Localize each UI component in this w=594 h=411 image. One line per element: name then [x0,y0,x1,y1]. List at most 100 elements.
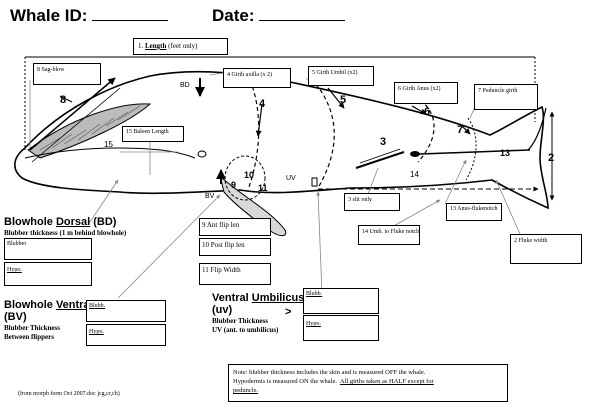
pointer-4 [255,103,263,137]
slit-arrow [359,148,401,164]
post-flip-label: 10 Post flip len [202,241,245,249]
number-8: 8 [60,94,67,106]
fluke-width-box[interactable]: 2 Fluke width [510,234,582,264]
ant-flip-label: 9 Ant flip len [202,221,240,229]
leader-umb-fluke [389,199,441,229]
pointer-7 [459,123,471,135]
whale-id-field: Whale ID: [10,6,169,26]
leader-uv [316,191,323,295]
leader-slit [367,167,379,195]
number-9: 9 [231,180,237,190]
number-4: 4 [259,98,266,110]
fluke-upper [527,107,547,151]
bd-hypo-label: Hypo. [7,267,22,273]
flip-width-label: 11 Flip Width [202,266,241,274]
post-flip-box[interactable]: 10 Post flip len [199,238,271,256]
peduncle-girth-label: 7 Peduncle girth [478,88,518,94]
anus-fluke-line [419,149,531,155]
uv-blubb-box[interactable]: Blubb. [303,288,379,314]
umb-fluke-label: 14 Umb. to Fluke notch [362,229,420,235]
uv-hypo-box[interactable]: Hypo. [303,315,379,341]
ventral-umbilicus-sub2: UV (ant. to umbilicus) [212,326,279,334]
girth-anus-box[interactable]: 6 Girth Anus (x2) [394,82,458,104]
length-unit: (feet only) [168,42,198,50]
leader-bd [87,179,119,226]
peduncle-girth-box[interactable]: 7 Peduncle girth [474,84,538,110]
baleen-label: 15 Baleen Length [126,129,169,135]
blowhole-dorsal-title: Blowhole Dorsal (BD) [4,216,117,228]
whale-body-outline [14,70,549,210]
flip-width-box[interactable]: 11 Flip Width [199,263,271,285]
note-line-1: Note: blubber thickness includes the ski… [233,369,426,376]
number-14: 14 [410,170,419,179]
bd-blubber-label: Blubber [7,241,27,247]
slit-box[interactable]: 3 slit only [344,193,400,211]
girth-axilla-box[interactable]: 4 Girth axilla (x 2) [223,68,291,88]
pointer-5 [327,87,345,109]
ant-flip-box[interactable]: 9 Ant flip len [199,218,271,236]
bd-blubber-box[interactable]: Blubber [4,238,92,260]
number-11: 11 [258,183,268,193]
bd-label: BD [180,82,190,89]
baleen-box[interactable]: 15 Baleen Length [122,126,184,142]
note-line-2: Hypodermis is measured ON the whale. All… [233,378,434,385]
leader-fluke-width [495,179,521,235]
sag-blow-arrow [29,77,116,151]
bd-hypo-box[interactable]: Hypo. [4,262,92,286]
fluke-width-label: 2 Fluke width [514,238,548,244]
blowhole-dorsal-subtitle: Blubber thickness (1 m behind blowhole) [4,229,127,237]
sag-blow-box[interactable]: 8 Sag-blow [33,63,101,85]
girth-anus-label: 6 Girth Anus (x2) [398,86,441,92]
uv-blubb-label: Blubb. [306,291,323,297]
uv-marker [311,177,318,187]
number-2: 2 [548,152,555,164]
number-3: 3 [380,136,387,148]
eye-icon [197,150,207,158]
number-7: 7 [457,124,464,136]
leader-bv [117,194,221,299]
number-10: 10 [244,170,255,180]
note-box: Note: blubber thickness includes the ski… [228,364,508,402]
bv-hypo-label: Hypo. [89,329,104,335]
ventral-umbilicus-arrow: > [285,306,292,318]
girth-umbil-box[interactable]: 5 Girth Umbil (x2) [308,66,374,86]
number-6: 6 [424,106,431,118]
rostrum-line [31,87,121,163]
pointer-6 [411,105,427,115]
ventral-umbilicus-suffix: (uv) [212,304,233,316]
sag-blow-label: 8 Sag-blow [37,67,65,73]
slit-label: 3 slit only [348,197,373,203]
length-number: 1. [138,42,144,50]
leader-anus-fluke [444,159,467,205]
umb-fluke-box[interactable]: 14 Umb. to Fluke notch [358,225,420,245]
pointer-8 [59,95,73,103]
date-blank[interactable] [259,6,346,21]
bv-hypo-box[interactable]: Hypo. [86,324,166,346]
whale-id-label: Whale ID: [10,6,88,25]
bv-label: BV [205,193,215,200]
anus-fluke-label: 13 Anus-flukenotch [450,206,498,212]
girth-umbil-label: 5 Girth Umbil (x2) [312,70,358,76]
ventral-umbilicus-title: Ventral Umbilicus [212,292,305,304]
date-field: Date: [212,6,346,26]
ventral-umbilicus-sub1: Blubber Thickness [212,317,268,325]
blowhole-ventral-suffix: (BV) [4,311,27,323]
uv-label: UV [286,175,296,182]
girth-umbil-curve [315,83,335,189]
bv-blubb-box[interactable]: Blubb. [86,300,166,322]
anus-fluke-box[interactable]: 13 Anus-flukenotch [446,203,502,221]
slit-line [355,151,405,169]
bv-blubb-label: Blubb. [89,303,106,309]
number-15: 15 [104,140,113,149]
footer-source: (from morph form Oct 2007.doc jcg,cr,ch) [18,391,120,397]
number-13: 13 [500,148,511,158]
date-label: Date: [212,6,255,25]
anus-marker [410,151,420,157]
length-box[interactable]: 1. Length (feet only) [133,38,228,55]
note-line-3: peduncle. [233,387,259,394]
length-word: Length [145,42,167,50]
whale-id-blank[interactable] [92,6,169,21]
baleen-hatching [39,105,141,151]
